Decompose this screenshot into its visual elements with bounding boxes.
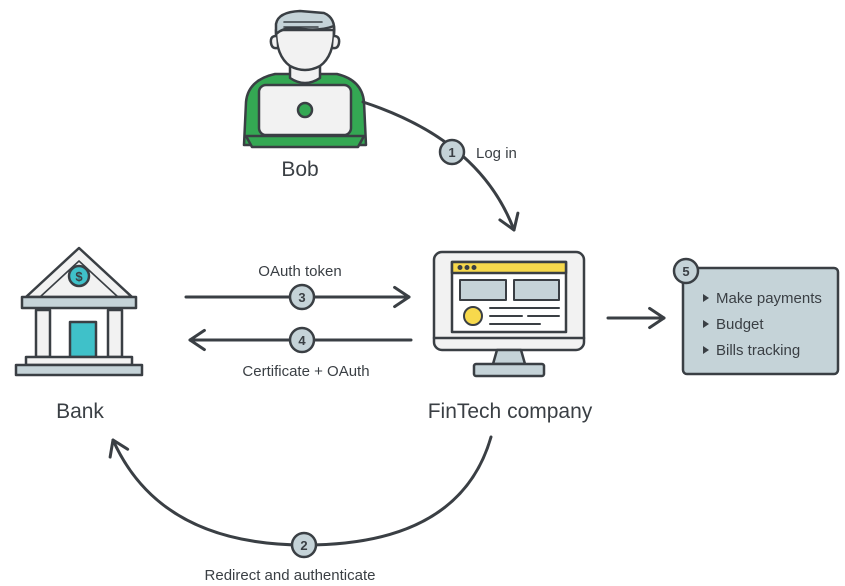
svg-text:2: 2 <box>300 538 307 553</box>
svg-text:1: 1 <box>448 145 455 160</box>
bank-label: Bank <box>56 400 104 423</box>
arrow-redirect <box>108 435 493 547</box>
step-badge-4: 4 <box>288 326 316 354</box>
bank-icon <box>14 246 144 377</box>
service-item: Make payments <box>716 290 822 307</box>
step-1-label: Log in <box>476 145 517 162</box>
svg-text:3: 3 <box>298 290 305 305</box>
step-badge-2: 2 <box>290 531 318 559</box>
dollar-coin-icon: $ <box>75 269 83 284</box>
service-item: Budget <box>716 316 764 333</box>
svg-text:4: 4 <box>298 333 306 348</box>
fintech-label: FinTech company <box>428 400 593 423</box>
step-4-label: Certificate + OAuth <box>242 363 369 380</box>
bob-icon <box>242 9 368 149</box>
service-item: Bills tracking <box>716 342 800 359</box>
arrow-log-in <box>361 100 520 232</box>
bob-label: Bob <box>281 158 318 181</box>
step-badge-1: 1 <box>438 138 466 166</box>
step-badge-5: 5 <box>682 264 689 279</box>
step-badge-3: 3 <box>288 283 316 311</box>
step-2-label: Redirect and authenticate <box>205 567 376 584</box>
desktop-computer-icon <box>432 250 586 378</box>
step-3-label: OAuth token <box>258 263 341 280</box>
services-box: 5 Make payments Budget Bills tracking <box>672 257 840 376</box>
